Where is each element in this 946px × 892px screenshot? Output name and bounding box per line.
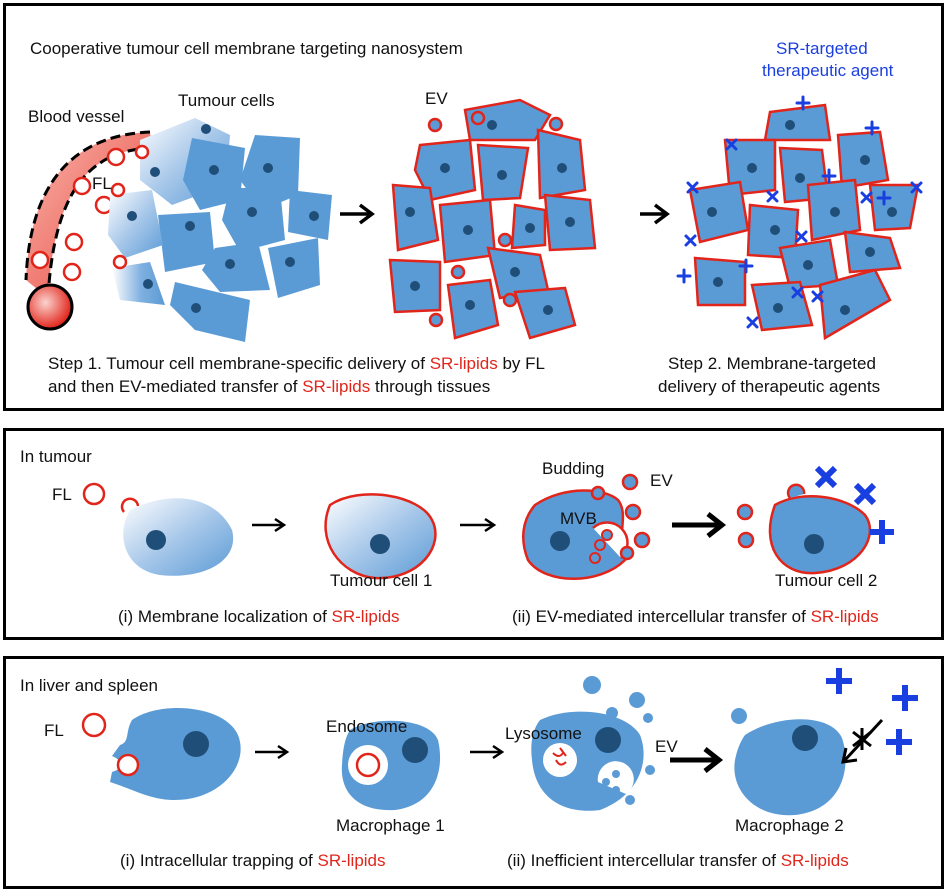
fl-liposome-bottom (81, 712, 107, 738)
step2-line2: delivery of therapeutic agents (658, 377, 881, 396)
tumour-cell-1-label: Tumour cell 1 (330, 571, 433, 590)
arrow-mid-2 (460, 517, 497, 533)
bud (590, 485, 606, 501)
small-evs-in-bud (602, 770, 620, 794)
fl-label-bottom: FL (44, 721, 64, 740)
lysosome (543, 743, 577, 777)
therapeutic-agent-markers (676, 95, 923, 329)
arrow-bottom-3 (670, 747, 724, 773)
step1-text-c: by FL (497, 354, 545, 373)
mvb-label: MVB (560, 509, 597, 528)
bottom-caption-ii: (ii) Inefficient intercellular transfer … (507, 852, 849, 869)
fl-liposomes (30, 147, 126, 282)
macrophage-engulfing (110, 708, 241, 800)
mid-caption-i-sr: SR-lipids (331, 607, 400, 626)
nucleus-budding-cell (550, 531, 570, 551)
step1-line2: and then EV-mediated transfer of SR-lipi… (48, 378, 490, 395)
macrophage-1-label: Macrophage 1 (336, 816, 445, 835)
endosome-label: Endosome (326, 717, 408, 736)
step1-line1: Step 1. Tumour cell membrane-specific de… (48, 355, 545, 372)
fl-label-mid: FL (52, 485, 72, 504)
lysosome-label: Lysosome (505, 724, 582, 743)
macrophage-2-label: Macrophage 2 (735, 816, 844, 835)
step1-text-d: and then EV-mediated transfer of (48, 377, 303, 396)
step1-sr-lipids-2: SR-lipids (302, 377, 371, 396)
mid-caption-ii-text: (ii) EV-mediated intercellular transfer … (512, 607, 811, 626)
nucleus-macrophage-engulfing (183, 731, 209, 757)
fl-label-top: FL (92, 174, 112, 193)
mid-caption-i-text: (i) Membrane localization of (118, 607, 332, 626)
tumour-cluster-1-nuclei (127, 124, 319, 313)
fl-fusing (120, 497, 140, 513)
agent-markers-bottom (826, 668, 918, 755)
step1-sr-lipids-1: SR-lipids (429, 354, 498, 373)
arrow-bottom-2 (470, 744, 505, 760)
agent-markers-mid (814, 465, 894, 544)
nucleus-mid-1 (146, 530, 166, 550)
nucleus-macrophage-2 (792, 725, 818, 751)
ev-label-bottom: EV (655, 737, 678, 756)
tumour-cluster-1-buds (110, 144, 150, 270)
blocked-arrow (841, 718, 884, 764)
tumour-cell-2-bud (786, 483, 806, 499)
step1-text-f: through tissues (370, 377, 491, 396)
endosome-fl (355, 752, 381, 778)
ev-label-top: EV (425, 89, 448, 108)
bottom-caption-ii-text: (ii) Inefficient intercellular transfer … (507, 851, 781, 870)
mid-caption-i: (i) Membrane localization of SR-lipids (118, 608, 400, 625)
bottom-panel-title: In liver and spleen (20, 676, 158, 695)
arrow-mid-1 (252, 517, 287, 533)
nucleus-tumour-cell-2 (804, 534, 824, 554)
mvb-vesicles (589, 529, 613, 564)
agent-label-line2: therapeutic agent (762, 61, 894, 80)
macrophage-2 (734, 719, 846, 816)
degraded-lipids (552, 747, 567, 766)
arrow-step-2 (640, 203, 670, 225)
agent-label-line1: SR-targeted (776, 39, 868, 58)
ev-particles-cluster-2 (427, 110, 564, 328)
bottom-caption-i-text: (i) Intracellular trapping of (120, 851, 318, 870)
tumour-cell-2-label: Tumour cell 2 (775, 571, 878, 590)
ev-particles-mid (619, 473, 755, 561)
ev-label-mid: EV (650, 471, 673, 490)
budding-label: Budding (542, 459, 605, 478)
nucleus-tumour-cell-1 (370, 534, 390, 554)
nucleus-macrophage-1 (402, 737, 428, 763)
cell-mid-1 (123, 498, 234, 576)
bottom-caption-i: (i) Intracellular trapping of SR-lipids (120, 852, 386, 869)
tumour-cell-2 (768, 495, 872, 575)
arrow-bottom-1 (255, 744, 290, 760)
mid-panel-title: In tumour (20, 447, 92, 466)
step2-line1: Step 2. Membrane-targeted (668, 354, 876, 373)
arrow-step-1 (340, 203, 375, 225)
tumour-cluster-2-nuclei (405, 120, 575, 315)
step1-text-a: Step 1. Tumour cell membrane-specific de… (48, 354, 430, 373)
tumour-cluster-3-nuclei (707, 120, 897, 315)
tumour-cluster-2 (388, 98, 597, 340)
nucleus-macrophage-lysosome (595, 727, 621, 753)
mid-caption-ii: (ii) EV-mediated intercellular transfer … (512, 608, 879, 625)
arrow-mid-3 (672, 512, 727, 538)
engulfed-fl (116, 753, 140, 777)
ev-particles-bottom (583, 676, 747, 805)
tumour-cells-label: Tumour cells (178, 91, 275, 110)
fl-liposome-mid (82, 482, 106, 506)
top-panel-title: Cooperative tumour cell membrane targeti… (30, 39, 463, 58)
mid-caption-ii-sr: SR-lipids (810, 607, 879, 626)
bottom-caption-i-sr: SR-lipids (317, 851, 386, 870)
blood-vessel-label: Blood vessel (28, 107, 125, 126)
bottom-caption-ii-sr: SR-lipids (780, 851, 849, 870)
blood-vessel-end (26, 283, 74, 331)
